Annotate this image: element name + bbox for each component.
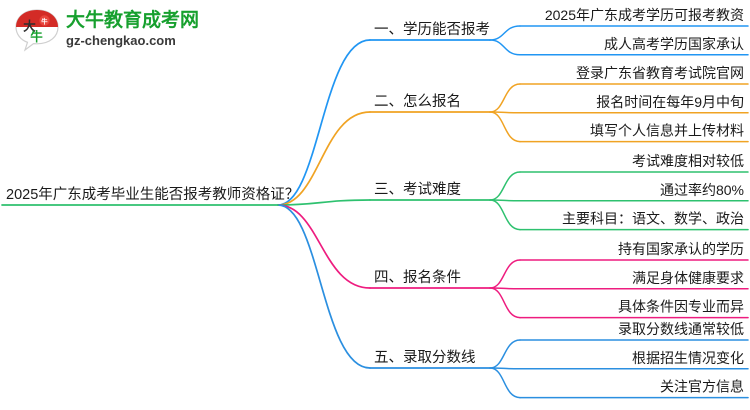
- mindmap-leaf[interactable]: 报名时间在每年9月中旬: [489, 94, 749, 114]
- leaf-connector: [489, 287, 521, 319]
- branch-label: 五、录取分数线: [374, 349, 476, 366]
- brand-url: gz-chengkao.com: [66, 33, 176, 48]
- mindmap-branch[interactable]: 三、考试难度: [277, 181, 491, 206]
- root-label: 2025年广东成考毕业生能否报考教师资格证？: [6, 186, 299, 203]
- mindmap-branch[interactable]: 二、怎么报名: [277, 93, 491, 206]
- branch-connector: [277, 39, 371, 206]
- svg-text:牛: 牛: [41, 17, 48, 26]
- branch-label: 四、报名条件: [374, 269, 461, 286]
- mindmap-leaf[interactable]: 2025年广东成考学历可报考教资: [489, 7, 749, 41]
- branch-connector: [277, 204, 371, 289]
- mindmap-leaf[interactable]: 根据招生情况变化: [489, 350, 749, 370]
- logo-wordmark: 大牛教育成考网 gz-chengkao.com: [66, 10, 211, 49]
- svg-text:牛: 牛: [30, 29, 43, 44]
- mindmap-leaf[interactable]: 考试难度相对较低: [489, 153, 749, 201]
- mindmap-leaf[interactable]: 持有国家承认的学历: [489, 241, 749, 289]
- leaf-connector: [489, 367, 521, 399]
- mindmap-leaf[interactable]: 通过率约80%: [489, 182, 749, 202]
- leaf-connector: [489, 25, 521, 41]
- leaf-label: 持有国家承认的学历: [618, 241, 744, 257]
- branch-label: 三、考试难度: [374, 181, 461, 198]
- mindmap-leaf[interactable]: 填写个人信息并上传材料: [489, 111, 749, 143]
- brand-name: 大牛教育成考网: [66, 10, 200, 31]
- leaf-label: 关注官方信息: [660, 379, 744, 395]
- leaf-label: 满足身体健康要求: [632, 270, 744, 286]
- leaf-label: 具体条件因专业而异: [618, 299, 744, 315]
- leaf-label: 填写个人信息并上传材料: [590, 123, 744, 139]
- leaf-label: 根据招生情况变化: [632, 350, 744, 366]
- leaf-label: 2025年广东成考学历可报考教资: [545, 7, 744, 23]
- leaf-label: 报名时间在每年9月中旬: [596, 94, 744, 110]
- leaf-label: 考试难度相对较低: [632, 153, 744, 169]
- branch-connector: [277, 111, 371, 206]
- mindmap-root[interactable]: 2025年广东成考毕业生能否报考教师资格证？: [1, 186, 299, 206]
- mindmap-branch[interactable]: 四、报名条件: [277, 204, 491, 289]
- mindmap-branch[interactable]: 一、学历能否报考: [277, 21, 491, 206]
- leaf-label: 录取分数线通常较低: [618, 321, 744, 337]
- mindmap-leaf[interactable]: 满足身体健康要求: [489, 270, 749, 290]
- mindmap-leaf[interactable]: 录取分数线通常较低: [489, 321, 749, 369]
- mindmap-leaf[interactable]: 主要科目：语文、数学、政治: [489, 199, 749, 231]
- site-logo: 牛 大 牛 大牛教育成考网 gz-chengkao.com: [14, 6, 214, 56]
- leaf-connector: [489, 171, 521, 201]
- mindmap-leaf[interactable]: 关注官方信息: [489, 367, 749, 399]
- leaf-connector: [489, 39, 521, 56]
- leaf-connector: [489, 339, 521, 369]
- leaf-connector: [489, 259, 521, 289]
- svg-text:大: 大: [23, 19, 36, 34]
- branch-label: 一、学历能否报考: [374, 21, 490, 38]
- branch-connector: [277, 199, 371, 206]
- mindmap-branch[interactable]: 五、录取分数线: [277, 204, 491, 369]
- leaf-connector: [489, 199, 521, 231]
- mindmap-leaf[interactable]: 具体条件因专业而异: [489, 287, 749, 319]
- leaf-label: 成人高考学历国家承认: [604, 36, 744, 52]
- leaf-connector: [489, 83, 521, 113]
- leaf-label: 通过率约80%: [660, 182, 744, 198]
- logo-mark-icon: 牛 大 牛: [15, 9, 59, 52]
- branch-connector: [277, 204, 371, 369]
- leaf-connector: [489, 111, 521, 143]
- leaf-label: 登录广东省教育考试院官网: [576, 65, 744, 81]
- mindmap-leaf[interactable]: 成人高考学历国家承认: [489, 36, 749, 56]
- leaf-label: 主要科目：语文、数学、政治: [562, 211, 744, 227]
- mindmap-leaf[interactable]: 登录广东省教育考试院官网: [489, 65, 749, 113]
- branch-label: 二、怎么报名: [374, 93, 461, 110]
